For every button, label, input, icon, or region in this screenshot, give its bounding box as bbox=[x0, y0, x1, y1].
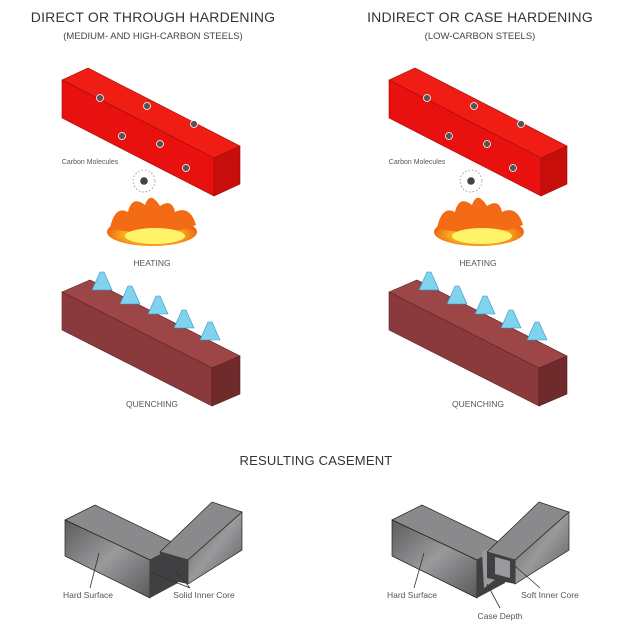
right-subtitle: (LOW-CARBON STEELS) bbox=[424, 31, 536, 42]
left-subtitle: (MEDIUM- AND HIGH-CARBON STEELS) bbox=[63, 31, 243, 42]
carbon-molecule-icon bbox=[96, 94, 198, 172]
right-hard-surface-label: Hard Surface bbox=[386, 590, 438, 600]
water-spray-icon bbox=[91, 271, 221, 341]
left-heating-label: HEATING bbox=[133, 258, 171, 268]
arrow-lines bbox=[89, 552, 541, 609]
right-heating-label: HEATING bbox=[459, 258, 497, 268]
left-quenching-label: QUENCHING bbox=[126, 399, 178, 409]
case-depth-label: Case Depth bbox=[477, 611, 523, 621]
quenched-steel-bar bbox=[61, 279, 241, 407]
left-carbon-label: Carbon Molecules bbox=[61, 159, 119, 166]
left-panel bbox=[61, 67, 241, 407]
through-hardened-result bbox=[64, 501, 243, 599]
flame-icon bbox=[107, 197, 197, 246]
right-title: INDIRECT OR CASE HARDENING bbox=[367, 9, 593, 25]
right-quenching-label: QUENCHING bbox=[452, 399, 504, 409]
right-carbon-label: Carbon Molecules bbox=[388, 159, 446, 166]
case-hardened-result bbox=[391, 501, 570, 599]
left-hard-surface-label: Hard Surface bbox=[62, 590, 114, 600]
left-title: DIRECT OR THROUGH HARDENING bbox=[30, 9, 276, 25]
carbon-atom-icon bbox=[132, 169, 156, 193]
soft-inner-core-label: Soft Inner Core bbox=[521, 590, 579, 600]
section-title: RESULTING CASEMENT bbox=[239, 453, 393, 468]
hot-steel-bar bbox=[61, 67, 241, 197]
solid-inner-core-label: Solid Inner Core bbox=[173, 590, 235, 600]
